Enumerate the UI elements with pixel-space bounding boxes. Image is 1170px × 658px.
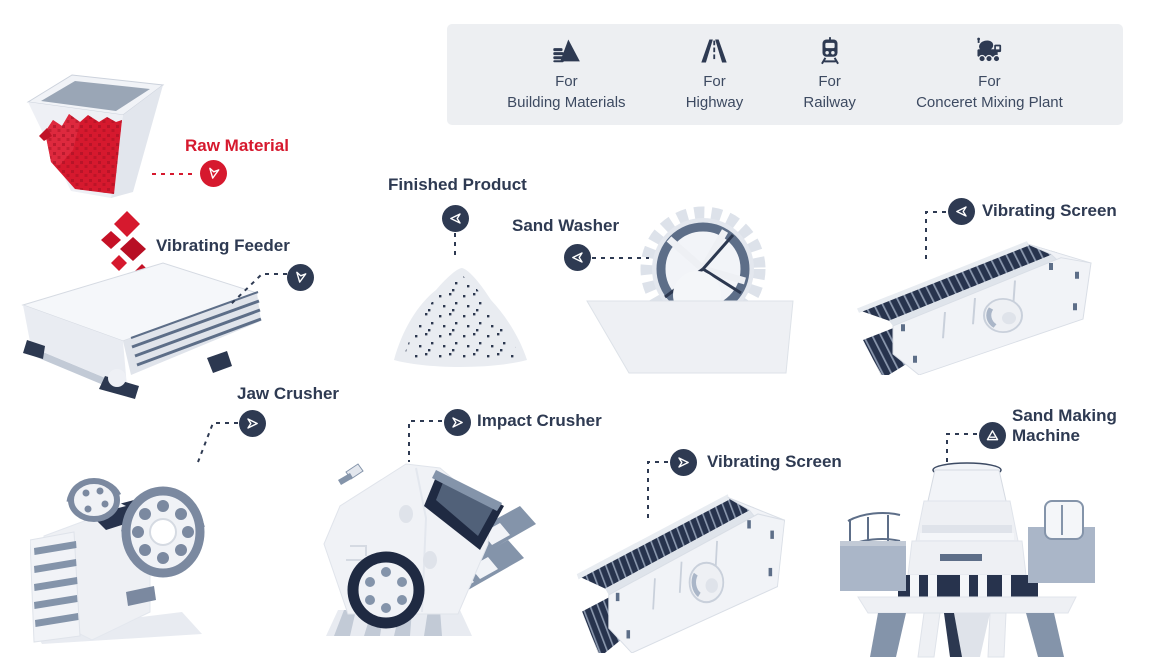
sand-washer-illustration: [586, 206, 794, 374]
impact-crusher-label[interactable]: Impact Crusher: [477, 411, 602, 430]
application-building-materials: For Building Materials: [507, 36, 626, 113]
finished-product-pile-illustration: [394, 268, 527, 367]
chevron-logo-icon: [678, 457, 689, 468]
chevron-logo-icon: [572, 252, 583, 263]
concrete-mixing-plant-icon: [977, 37, 1002, 63]
application-label: For Railway: [803, 73, 856, 111]
application-label: For Highway: [685, 73, 744, 111]
applications-panel: For Building Materials For Highway: [447, 24, 1123, 125]
raw-material-label[interactable]: Raw Material: [185, 136, 289, 155]
jaw-crusher-marker[interactable]: [239, 410, 266, 437]
finished-product-label[interactable]: Finished Product: [388, 175, 527, 194]
chevron-logo-icon: [956, 206, 967, 217]
raw-material-marker[interactable]: [200, 160, 227, 187]
vibrating-screen-upper-marker[interactable]: [948, 198, 975, 225]
finished-product-marker[interactable]: [442, 205, 469, 232]
vibrating-feeder-marker[interactable]: [287, 264, 314, 291]
vibrating-screen-upper-label[interactable]: Vibrating Screen: [982, 201, 1117, 220]
building-materials-icon: [553, 39, 581, 63]
vibrating-screen-lower-marker[interactable]: [670, 449, 697, 476]
chevron-logo-icon: [452, 417, 463, 428]
application-railway: For Railway: [803, 36, 856, 113]
jaw-crusher-label[interactable]: Jaw Crusher: [237, 384, 340, 403]
sand-washer-marker[interactable]: [564, 244, 591, 271]
vibrating-feeder-illustration: [21, 211, 262, 399]
impact-crusher-marker[interactable]: [444, 409, 471, 436]
application-highway: For Highway: [685, 36, 744, 113]
highway-icon: [701, 39, 728, 63]
chevron-logo-icon: [296, 271, 307, 283]
jaw-crusher-illustration: [30, 478, 205, 644]
sand-making-machine-marker[interactable]: [979, 422, 1006, 449]
vibrating-screen-upper-illustration: [857, 241, 1092, 375]
impact-crusher-illustration: [323, 463, 536, 636]
sand-washer-label[interactable]: Sand Washer: [512, 216, 620, 235]
chevron-logo-icon: [450, 213, 461, 224]
application-concrete-mixing-plant: For Conceret Mixing Plant: [916, 36, 1063, 113]
vibrating-feeder-label[interactable]: Vibrating Feeder: [156, 236, 290, 255]
triangle-logo-icon: [986, 430, 999, 441]
raw-material-hopper-illustration: [26, 74, 165, 198]
railway-icon: [820, 37, 839, 65]
chevron-logo-icon: [209, 167, 220, 179]
application-label: For Building Materials: [507, 73, 626, 111]
application-label: For Conceret Mixing Plant: [916, 73, 1063, 111]
vibrating-screen-lower-label[interactable]: Vibrating Screen: [707, 452, 842, 471]
sand-making-machine-illustration: [840, 462, 1095, 658]
chevron-logo-icon: [247, 418, 258, 429]
vibrating-screen-lower-illustration: [576, 494, 786, 653]
sand-making-machine-label[interactable]: Sand Making Machine: [1012, 406, 1117, 446]
